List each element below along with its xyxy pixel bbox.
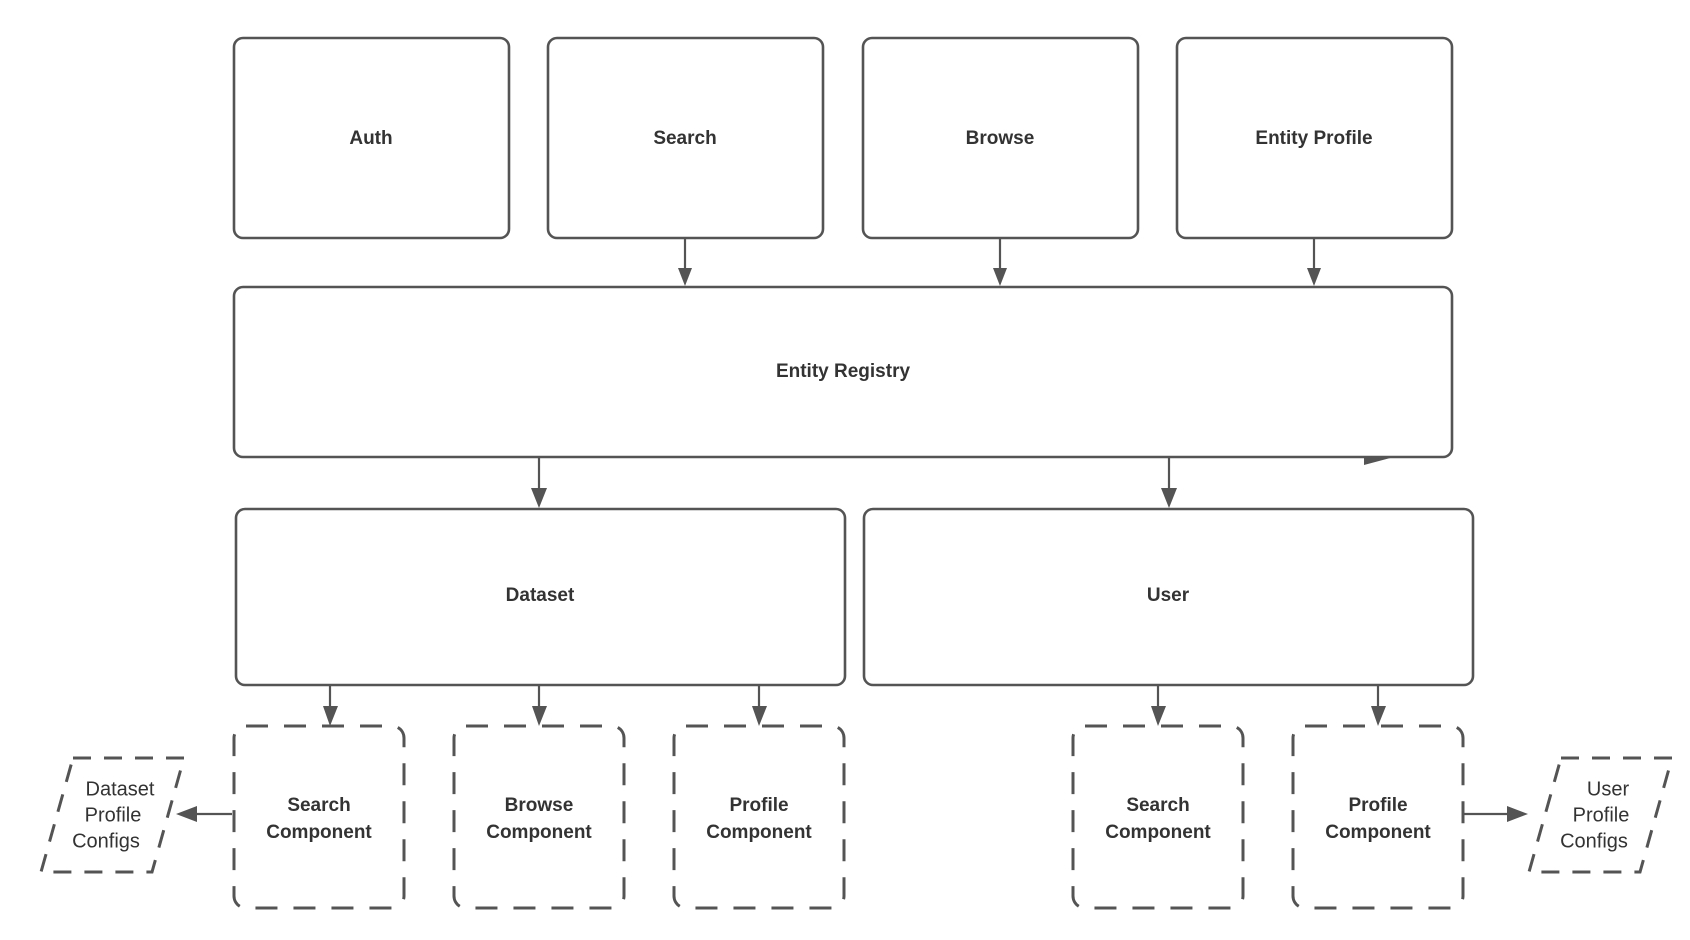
edge-search-component-to-dataset-profile-configs xyxy=(176,806,232,822)
node-dataset-profile-component[interactable]: Profile Component xyxy=(672,724,846,910)
node-user-profile-component-label-line2: Component xyxy=(1325,822,1431,843)
node-browse[interactable]: Browse xyxy=(861,36,1140,240)
node-entity-profile-label: Entity Profile xyxy=(1255,128,1372,149)
node-auth[interactable]: Auth xyxy=(232,36,511,240)
node-dataset-browse-component-label-line1: Browse xyxy=(505,795,574,816)
node-user-profile-component-label-line1: Profile xyxy=(1348,795,1407,816)
edge-profile-component-to-user-profile-configs xyxy=(1462,806,1528,822)
node-search[interactable]: Search xyxy=(546,36,825,240)
node-dataset-search-component-label-line1: Search xyxy=(287,795,350,816)
node-user-search-component-label-line1: Search xyxy=(1126,795,1189,816)
node-dataset-profile-configs[interactable]: Dataset Profile Configs xyxy=(39,756,186,874)
node-dataset[interactable]: Dataset xyxy=(234,507,847,687)
node-browse-label: Browse xyxy=(966,128,1035,149)
node-dataset-profile-configs-label-line3: Configs xyxy=(72,830,140,852)
edge-user-to-profile-component xyxy=(1371,685,1386,726)
node-entity-profile[interactable]: Entity Profile xyxy=(1175,36,1454,240)
edge-dataset-to-browse-component xyxy=(532,685,547,726)
node-user-label: User xyxy=(1147,585,1190,606)
node-entity-registry[interactable]: Entity Registry xyxy=(232,285,1454,459)
node-user-search-component[interactable]: Search Component xyxy=(1071,724,1245,910)
node-user[interactable]: User xyxy=(862,507,1475,687)
node-user-profile-component[interactable]: Profile Component xyxy=(1291,724,1465,910)
node-dataset-profile-configs-label-line2: Profile xyxy=(85,804,142,826)
node-dataset-browse-component[interactable]: Browse Component xyxy=(452,724,626,910)
node-search-label: Search xyxy=(653,128,716,149)
node-dataset-label: Dataset xyxy=(506,585,575,606)
edge-entity-profile-to-entity-registry xyxy=(1307,238,1321,286)
node-auth-label: Auth xyxy=(349,128,392,149)
node-dataset-browse-component-label-line2: Component xyxy=(486,822,592,843)
edge-entity-registry-to-dataset xyxy=(531,457,547,508)
node-user-profile-configs-label-line1: User xyxy=(1587,778,1630,800)
edge-browse-to-entity-registry xyxy=(993,238,1007,286)
edge-dataset-to-profile-component xyxy=(752,685,767,726)
node-dataset-profile-component-label-line1: Profile xyxy=(729,795,788,816)
node-entity-registry-label: Entity Registry xyxy=(776,361,911,382)
node-dataset-search-component[interactable]: Search Component xyxy=(232,724,406,910)
node-dataset-profile-component-label-line2: Component xyxy=(706,822,812,843)
edge-user-to-search-component xyxy=(1151,685,1166,726)
node-dataset-profile-configs-label-line1: Dataset xyxy=(86,778,155,800)
edge-search-to-entity-registry xyxy=(678,238,692,286)
edge-entity-registry-to-user xyxy=(1161,457,1177,508)
edge-dataset-to-search-component xyxy=(323,685,338,726)
node-user-profile-configs-label-line3: Configs xyxy=(1560,830,1628,852)
node-user-profile-configs[interactable]: User Profile Configs xyxy=(1527,756,1674,874)
node-dataset-search-component-label-line2: Component xyxy=(266,822,372,843)
node-user-profile-configs-label-line2: Profile xyxy=(1573,804,1630,826)
node-user-search-component-label-line2: Component xyxy=(1105,822,1211,843)
